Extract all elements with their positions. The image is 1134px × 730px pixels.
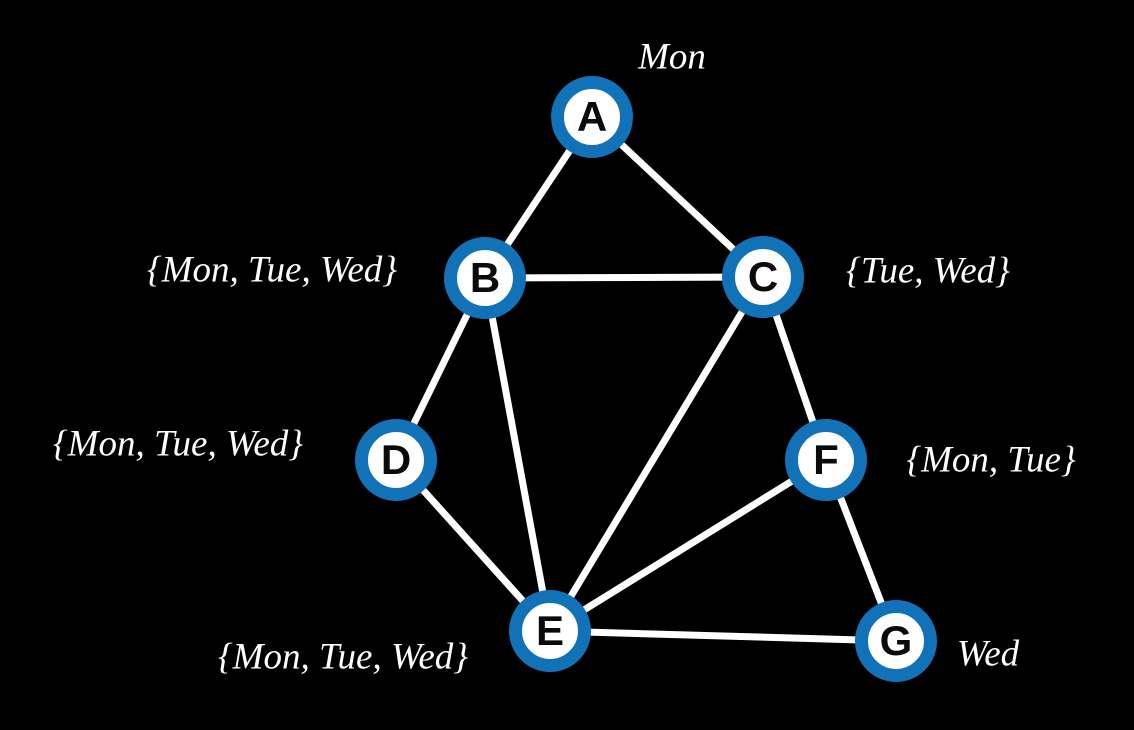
edge-E-F <box>546 456 830 635</box>
node-letter-D: D <box>380 436 412 483</box>
node-letter-G: G <box>879 617 913 664</box>
node-C: C <box>722 236 804 318</box>
node-letter-A: A <box>576 93 608 140</box>
node-F: F <box>785 419 867 501</box>
domain-label-B: {Mon, Tue, Wed} <box>146 249 398 291</box>
domain-label-F: {Mon, Tue} <box>906 439 1076 481</box>
node-G: G <box>855 600 937 682</box>
edge-E-G <box>546 627 900 645</box>
domain-label-E: {Mon, Tue, Wed} <box>217 636 469 678</box>
edge-B-C <box>481 273 767 282</box>
domain-label-G: Wed <box>956 633 1020 675</box>
domain-label-D: {Mon, Tue, Wed} <box>52 423 304 465</box>
domain-label-A: Mon <box>638 36 706 78</box>
node-B: B <box>444 237 526 319</box>
node-letter-E: E <box>535 607 564 654</box>
node-letter-B: B <box>469 254 501 301</box>
node-letter-C: C <box>747 253 779 300</box>
node-letter-F: F <box>813 436 839 483</box>
node-A: A <box>551 76 633 158</box>
node-D: D <box>355 419 437 501</box>
domain-label-C: {Tue, Wed} <box>846 250 1010 292</box>
node-E: E <box>509 590 591 672</box>
edge-C-E <box>546 273 767 635</box>
edge-B-E <box>481 274 554 635</box>
